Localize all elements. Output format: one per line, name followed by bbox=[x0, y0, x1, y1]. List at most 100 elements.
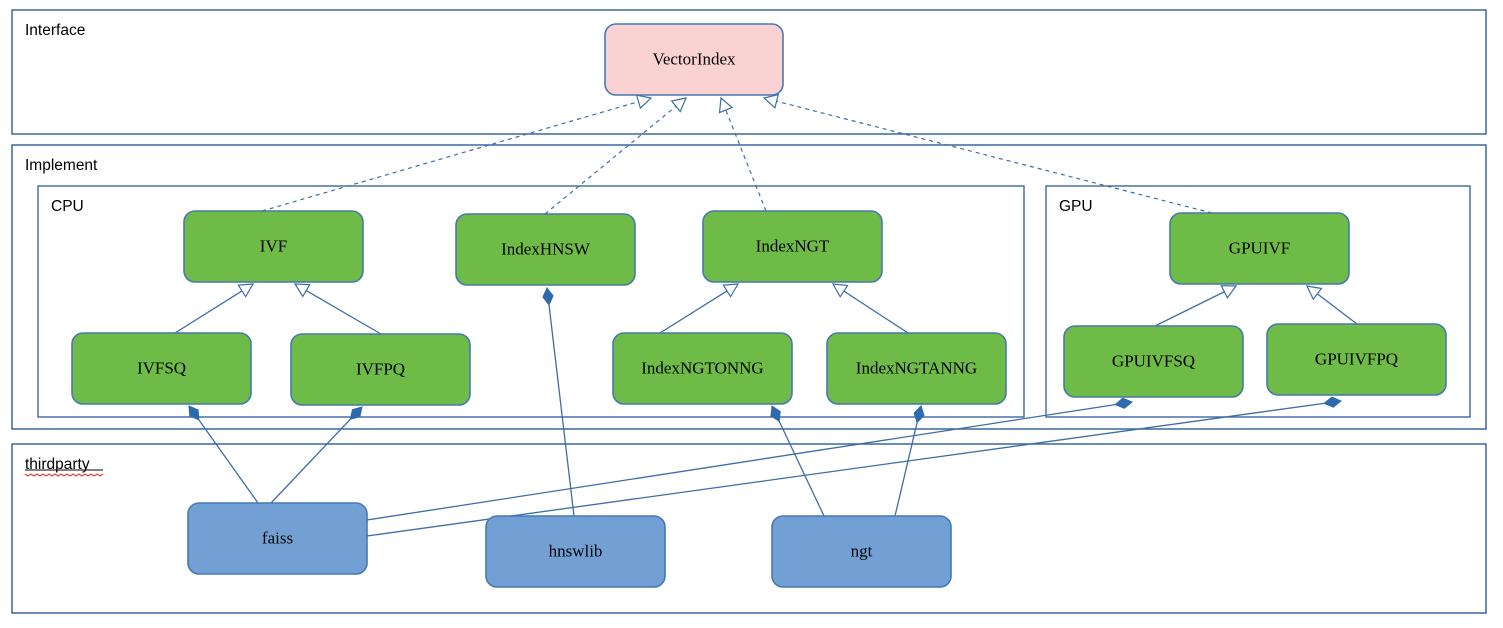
edge-indexngtonng-to-indexngt bbox=[659, 283, 740, 334]
hollow-triangle-arrowhead-icon bbox=[237, 283, 255, 298]
edge-indexngt-to-vectorindex bbox=[718, 96, 767, 212]
edge-ivfsq-to-ivf bbox=[174, 283, 255, 334]
node-ivf[interactable]: IVF bbox=[183, 210, 364, 283]
node-gpuivfsq[interactable]: GPUIVFSQ bbox=[1063, 325, 1244, 398]
edge-line bbox=[270, 418, 351, 504]
group-label-cpu: CPU bbox=[51, 198, 84, 215]
edge-faiss-to-ivfsq bbox=[188, 405, 259, 504]
edge-line bbox=[843, 290, 909, 334]
edge-line bbox=[366, 402, 1325, 537]
node-gpuivfpq[interactable]: GPUIVFPQ bbox=[1266, 323, 1447, 396]
node-label-gpuivfsq: GPUIVFSQ bbox=[1112, 351, 1195, 370]
node-shape-gpuivf[interactable] bbox=[1169, 212, 1350, 285]
group-label-implement: Implement bbox=[25, 157, 98, 174]
edge-gpuivfpq-to-gpuivf bbox=[1305, 285, 1358, 325]
node-label-vectorindex: VectorIndex bbox=[652, 49, 736, 68]
edge-line bbox=[261, 101, 639, 212]
spellcheck-layer bbox=[24, 469, 104, 477]
node-label-ivfpq: IVFPQ bbox=[356, 359, 405, 378]
group-label-gpu: GPU bbox=[1059, 198, 1093, 215]
edge-line bbox=[894, 422, 918, 517]
edge-line bbox=[776, 100, 1213, 214]
node-shape-ivfpq[interactable] bbox=[290, 333, 471, 406]
node-shape-indexhnsw[interactable] bbox=[455, 213, 636, 286]
group-frame-gpu bbox=[1045, 185, 1471, 418]
node-gpuivf[interactable]: GPUIVF bbox=[1169, 212, 1350, 285]
edge-line bbox=[725, 109, 767, 212]
spellcheck-squiggle-thirdparty bbox=[24, 473, 104, 477]
node-ngt[interactable]: ngt bbox=[771, 515, 952, 588]
edge-ngt-to-indexngtonng bbox=[770, 405, 825, 517]
node-shape-ivfsq[interactable] bbox=[71, 332, 252, 405]
edge-line bbox=[1154, 291, 1225, 327]
hollow-triangle-arrowhead-icon bbox=[722, 283, 740, 298]
node-label-ivfsq: IVFSQ bbox=[137, 358, 186, 377]
edges-layer bbox=[174, 93, 1358, 537]
node-label-indexhnsw: IndexHNSW bbox=[501, 239, 591, 258]
filled-diamond-icon bbox=[913, 405, 925, 424]
hollow-triangle-arrowhead-icon bbox=[293, 283, 311, 298]
node-shape-gpuivfsq[interactable] bbox=[1063, 325, 1244, 398]
node-label-ivf: IVF bbox=[260, 236, 287, 255]
node-shape-ngt[interactable] bbox=[771, 515, 952, 588]
edge-line bbox=[366, 403, 1116, 521]
edge-line bbox=[659, 290, 728, 334]
node-ivfsq[interactable]: IVFSQ bbox=[71, 332, 252, 405]
node-label-indexngtanng: IndexNGTANNG bbox=[856, 358, 977, 377]
edge-ivfpq-to-ivf bbox=[293, 283, 382, 335]
filled-diamond-icon bbox=[1323, 396, 1342, 408]
edge-line bbox=[174, 290, 243, 334]
filled-diamond-icon bbox=[770, 405, 781, 423]
group-label-interface: Interface bbox=[25, 22, 85, 39]
node-label-hnswlib: hnswlib bbox=[549, 541, 603, 560]
edge-indexhnsw-to-vectorindex bbox=[544, 97, 688, 215]
node-shape-faiss[interactable] bbox=[187, 502, 368, 575]
node-indexngt[interactable]: IndexNGT bbox=[702, 210, 883, 283]
node-shape-indexngtanng[interactable] bbox=[826, 332, 1007, 405]
node-label-ngt: ngt bbox=[851, 541, 873, 560]
edge-hnswlib-to-indexhnsw bbox=[542, 287, 575, 517]
group-frame-thirdparty bbox=[11, 443, 1487, 614]
hollow-triangle-arrowhead-icon bbox=[718, 96, 734, 114]
node-label-gpuivf: GPUIVF bbox=[1229, 238, 1290, 257]
node-faiss[interactable]: faiss bbox=[187, 502, 368, 575]
edge-line bbox=[198, 419, 259, 504]
hollow-triangle-arrowhead-icon bbox=[670, 97, 688, 113]
node-ivfpq[interactable]: IVFPQ bbox=[290, 333, 471, 406]
node-indexngtanng[interactable]: IndexNGTANNG bbox=[826, 332, 1007, 405]
filled-diamond-icon bbox=[188, 405, 200, 421]
edge-line bbox=[778, 421, 825, 517]
node-label-gpuivfpq: GPUIVFPQ bbox=[1315, 349, 1398, 368]
edge-indexngtanng-to-indexngt bbox=[831, 283, 909, 334]
hollow-triangle-arrowhead-icon bbox=[1220, 285, 1238, 299]
node-label-indexngtonng: IndexNGTONNG bbox=[641, 358, 763, 377]
hollow-triangle-arrowhead-icon bbox=[635, 94, 653, 110]
node-shape-indexngt[interactable] bbox=[702, 210, 883, 283]
node-indexngtonng[interactable]: IndexNGTONNG bbox=[612, 332, 793, 405]
edge-gpuivfsq-to-gpuivf bbox=[1154, 285, 1238, 327]
node-indexhnsw[interactable]: IndexHNSW bbox=[455, 213, 636, 286]
node-shape-ivf[interactable] bbox=[183, 210, 364, 283]
node-label-faiss: faiss bbox=[262, 528, 293, 547]
edge-faiss-to-ivfpq bbox=[270, 406, 363, 504]
filled-diamond-icon bbox=[349, 406, 363, 421]
node-shape-vectorindex[interactable] bbox=[604, 23, 784, 96]
filled-diamond-icon bbox=[542, 287, 554, 306]
edge-gpuivf-to-vectorindex bbox=[762, 93, 1213, 214]
edge-faiss-to-gpuivfpq bbox=[366, 396, 1342, 537]
node-hnswlib[interactable]: hnswlib bbox=[485, 515, 666, 588]
filled-diamond-icon bbox=[1114, 397, 1133, 409]
node-shape-gpuivfpq[interactable] bbox=[1266, 323, 1447, 396]
node-shape-indexngtonng[interactable] bbox=[612, 332, 793, 405]
edge-line bbox=[305, 289, 382, 335]
edge-line bbox=[548, 304, 575, 517]
hollow-triangle-arrowhead-icon bbox=[831, 283, 849, 298]
edge-ngt-to-indexngtanng bbox=[894, 405, 925, 517]
hollow-triangle-arrowhead-icon bbox=[1305, 285, 1323, 301]
group-frame-cpu bbox=[37, 185, 1025, 418]
node-shape-hnswlib[interactable] bbox=[485, 515, 666, 588]
node-vectorindex[interactable]: VectorIndex bbox=[604, 23, 784, 96]
